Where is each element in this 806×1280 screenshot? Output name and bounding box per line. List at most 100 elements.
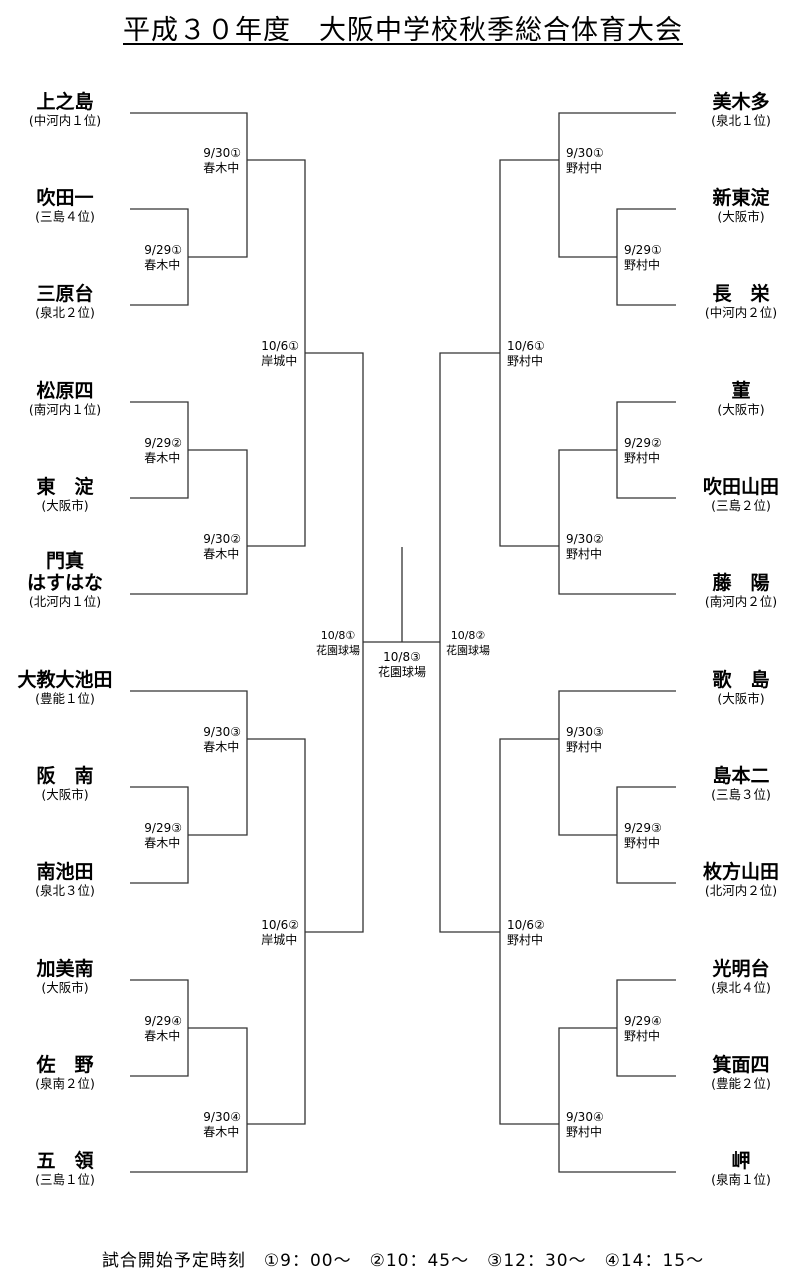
team-region: (三島３位) — [711, 787, 771, 802]
match-venue: 岸城中 — [261, 354, 298, 368]
team-entry: 箕面四(豊能２位) — [676, 1054, 806, 1092]
team-entry: 五 領(三島１位) — [0, 1150, 130, 1188]
match-venue: 野村中 — [507, 354, 544, 368]
match-date: 9/30③ — [203, 725, 241, 739]
match-date: 9/29① — [624, 243, 662, 257]
team-name: 菫 — [731, 380, 751, 402]
team-name: 藤 陽 — [712, 572, 770, 594]
match-venue: 春木中 — [203, 1125, 240, 1139]
team-name: 東 淀 — [36, 476, 94, 498]
team-name: 吹田一 — [36, 187, 94, 209]
team-region: (大阪市) — [717, 209, 765, 224]
match-venue: 野村中 — [624, 1029, 661, 1043]
match-venue: 春木中 — [144, 258, 181, 272]
team-entry: 新東淀(大阪市) — [676, 187, 806, 225]
team-entry: 美木多(泉北１位) — [676, 91, 806, 129]
team-region: (泉北１位) — [711, 113, 771, 128]
match-venue: 野村中 — [566, 161, 603, 175]
team-region: (三島１位) — [35, 1172, 95, 1187]
team-name: 五 領 — [36, 1150, 94, 1172]
team-region: (三島２位) — [711, 498, 771, 513]
team-name: 門真 はすはな — [26, 550, 103, 594]
match-date: 9/29③ — [624, 821, 662, 835]
team-name: 松原四 — [36, 380, 94, 402]
team-region: (大阪市) — [41, 498, 89, 513]
team-name: 光明台 — [712, 958, 770, 980]
team-region: (泉南２位) — [35, 1076, 95, 1091]
team-name: 佐 野 — [36, 1054, 94, 1076]
match-date: 10/8② — [450, 629, 486, 642]
team-entry: 南池田(泉北３位) — [0, 861, 130, 899]
match-date: 9/30④ — [203, 1110, 241, 1124]
match-date: 10/8③ — [383, 650, 421, 664]
team-name: 南池田 — [36, 861, 94, 883]
team-name: 美木多 — [712, 91, 770, 113]
team-name: 吹田山田 — [702, 476, 779, 498]
team-name: 箕面四 — [712, 1054, 770, 1076]
team-region: (泉北２位) — [35, 305, 95, 320]
team-name: 岬 — [731, 1150, 751, 1172]
team-region: (豊能２位) — [711, 1076, 771, 1091]
team-name: 新東淀 — [712, 187, 770, 209]
match-venue: 春木中 — [144, 1029, 181, 1043]
match-date: 10/8① — [320, 629, 356, 642]
team-name: 枚方山田 — [702, 861, 779, 883]
team-name: 阪 南 — [36, 765, 94, 787]
team-entry: 菫(大阪市) — [676, 380, 806, 418]
team-region: (泉北３位) — [35, 883, 95, 898]
match-venue: 野村中 — [566, 740, 603, 754]
match-venue: 春木中 — [203, 547, 240, 561]
match-venue: 春木中 — [203, 740, 240, 754]
match-date: 9/29① — [144, 243, 182, 257]
team-region: (泉南１位) — [711, 1172, 771, 1187]
match-date: 9/30① — [203, 146, 241, 160]
team-entry: 門真 はすはな(北河内１位) — [0, 550, 130, 610]
match-date: 9/30② — [203, 532, 241, 546]
team-name: 歌 島 — [712, 669, 770, 691]
team-region: (北河内１位) — [28, 594, 102, 609]
team-entry: 大教大池田(豊能１位) — [0, 669, 130, 707]
team-region: (大阪市) — [41, 787, 89, 802]
match-venue: 花園球場 — [446, 644, 490, 657]
match-date: 9/29② — [624, 436, 662, 450]
team-entry: 光明台(泉北４位) — [676, 958, 806, 996]
team-name: 大教大池田 — [17, 669, 113, 691]
match-date: 9/29④ — [144, 1014, 182, 1028]
match-venue: 春木中 — [203, 161, 240, 175]
team-region: (中河内２位) — [704, 305, 778, 320]
team-entry: 三原台(泉北２位) — [0, 283, 130, 321]
team-region: (中河内１位) — [28, 113, 102, 128]
match-venue: 春木中 — [144, 836, 181, 850]
match-venue: 野村中 — [566, 1125, 603, 1139]
team-entry: 枚方山田(北河内２位) — [676, 861, 806, 899]
team-name: 島本二 — [712, 765, 770, 787]
match-venue: 野村中 — [566, 547, 603, 561]
team-entry: 島本二(三島３位) — [676, 765, 806, 803]
match-date: 10/6② — [507, 918, 545, 932]
team-region: (豊能１位) — [35, 691, 95, 706]
team-entry: 上之島(中河内１位) — [0, 91, 130, 129]
match-venue: 野村中 — [624, 451, 661, 465]
team-entry: 東 淀(大阪市) — [0, 476, 130, 514]
team-name: 上之島 — [36, 91, 94, 113]
match-date: 9/29③ — [144, 821, 182, 835]
team-region: (三島４位) — [35, 209, 95, 224]
match-date: 9/29② — [144, 436, 182, 450]
team-region: (泉北４位) — [711, 980, 771, 995]
team-region: (南河内１位) — [28, 402, 102, 417]
